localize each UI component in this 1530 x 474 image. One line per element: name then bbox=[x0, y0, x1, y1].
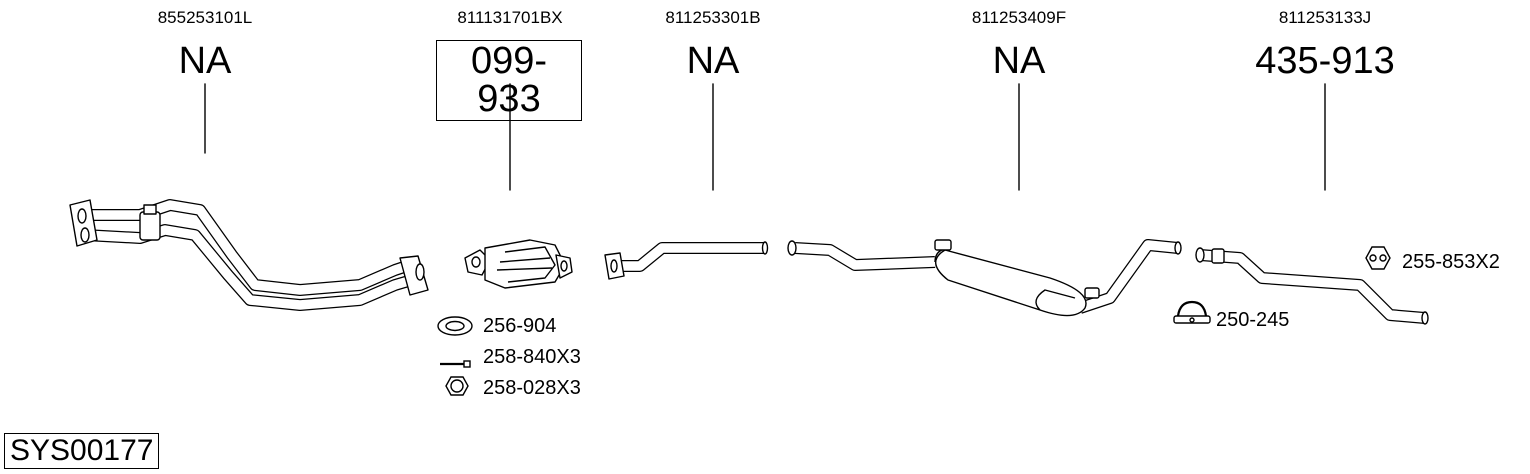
part-code-front-pipe: NA bbox=[178, 40, 232, 82]
part-code-middle-silencer: NA bbox=[992, 40, 1046, 82]
middle-silencer-icon bbox=[787, 239, 1182, 317]
oem-number-tail-pipe: 811253133J bbox=[1278, 8, 1372, 27]
nut-icon bbox=[445, 376, 469, 396]
bolt-icon bbox=[440, 360, 471, 368]
accessory-label-bolt: 258-840X3 bbox=[483, 346, 581, 368]
oem-number-centre-pipe: 811253301B bbox=[665, 8, 761, 27]
oem-number-front-pipe: 855253101L bbox=[157, 8, 253, 27]
tail-pipe-icon bbox=[1195, 247, 1429, 325]
accessory-label-nut: 258-028X3 bbox=[483, 377, 581, 399]
part-code-tail-pipe: 435-913 bbox=[1255, 40, 1395, 82]
accessory-label-gasket: 256-904 bbox=[483, 315, 557, 337]
part-code-centre-pipe: NA bbox=[686, 40, 740, 82]
centre-pipe-icon bbox=[604, 241, 769, 280]
system-id: SYS00177 bbox=[4, 433, 160, 469]
catalytic-converter-icon bbox=[464, 239, 573, 289]
part-code-catalyst[interactable]: 099-933 bbox=[436, 40, 582, 121]
rubber-mount-icon bbox=[1365, 246, 1391, 270]
oem-number-catalyst: 811131701BX bbox=[457, 8, 563, 27]
oem-number-middle-silencer: 811253409F bbox=[971, 8, 1067, 27]
gasket-icon bbox=[437, 316, 473, 336]
front-pipe-icon bbox=[69, 199, 429, 311]
accessory-label-rubber-mount: 255-853X2 bbox=[1402, 251, 1500, 273]
clamp-icon bbox=[1173, 300, 1211, 324]
accessory-label-clamp: 250-245 bbox=[1216, 309, 1290, 331]
